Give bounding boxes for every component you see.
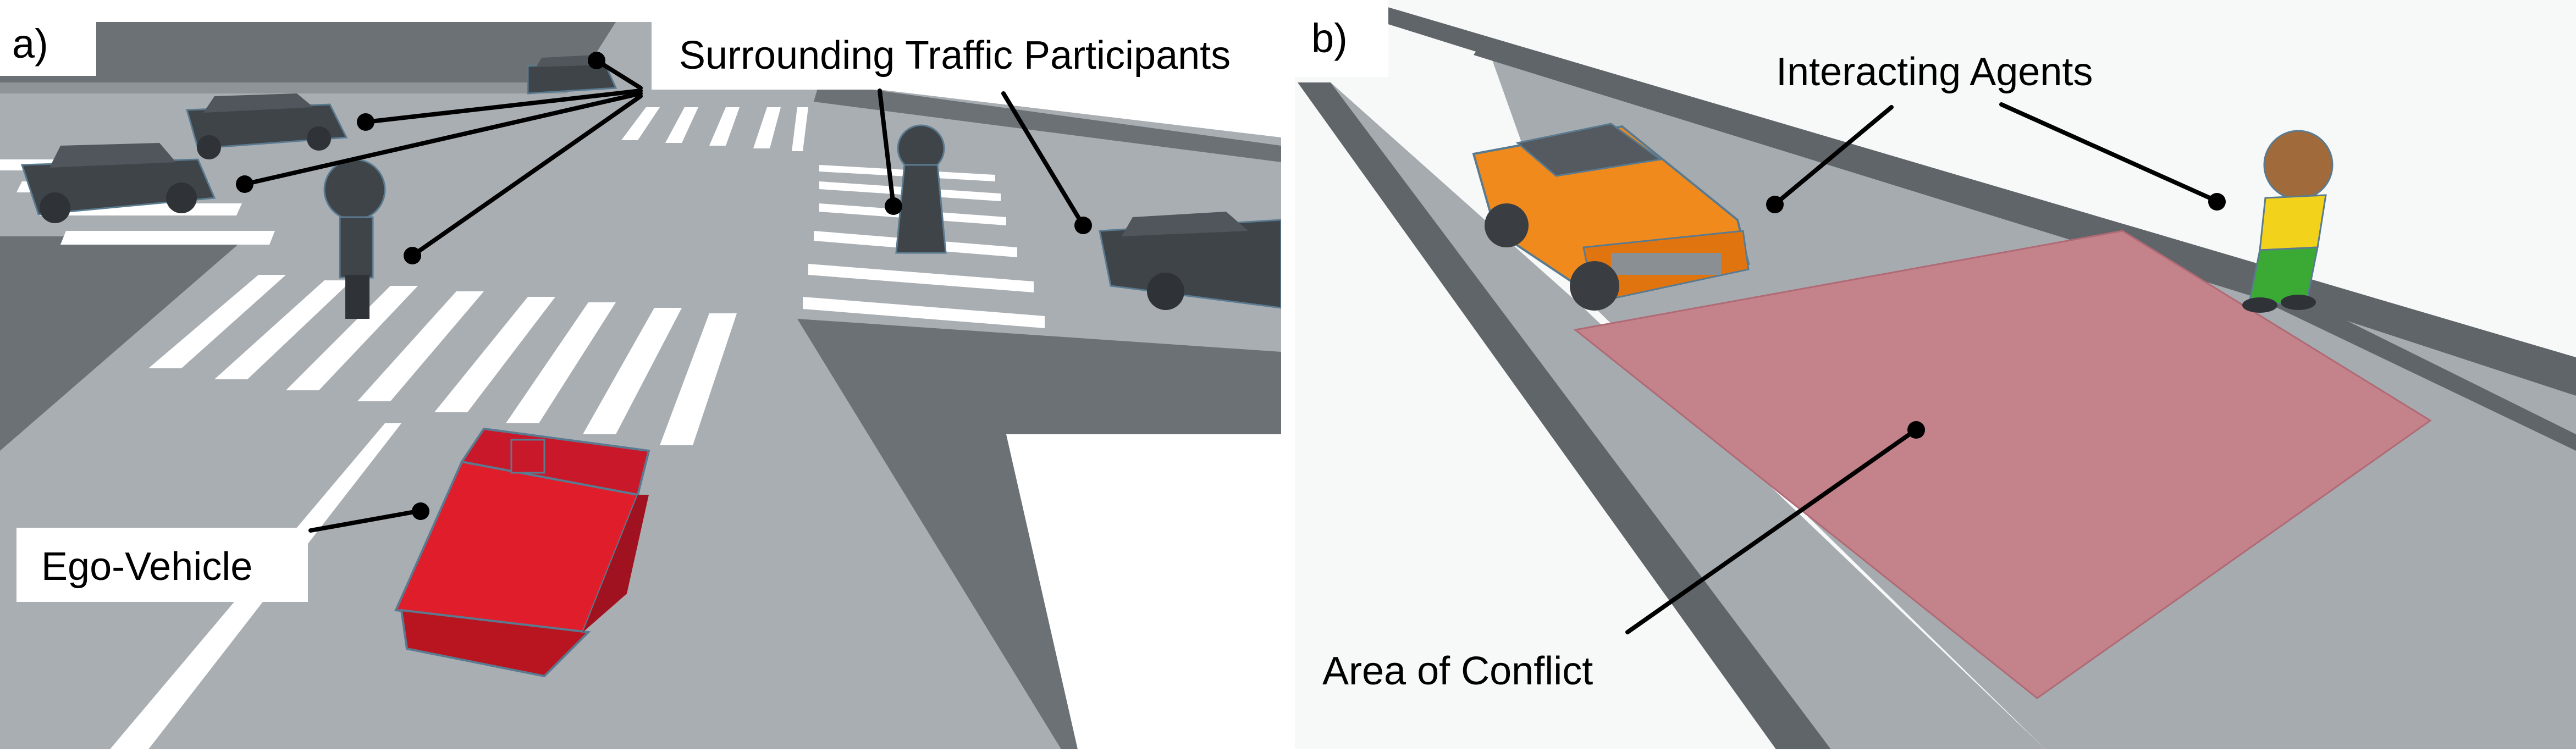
interacting-leaders (1766, 102, 2226, 213)
crosswalk-main (148, 275, 737, 445)
background-top (0, 0, 1281, 22)
panel-b: b) Interacting Agents Area of Conflict (1295, 0, 2576, 749)
sidewalk-left (0, 236, 247, 451)
orange-car (1472, 123, 1750, 311)
grass-bottom-right (1006, 434, 1281, 749)
conflict-leader (1625, 421, 1925, 634)
panel-b-label-box (1295, 0, 1388, 77)
surrounding-label: Surrounding Traffic Participants (679, 34, 1231, 78)
conflict-area (1573, 230, 2432, 699)
ego-leader (308, 502, 429, 533)
vehicle-top-left (186, 93, 348, 159)
ego-vehicle (394, 427, 650, 678)
panel-a-label-box (0, 15, 96, 76)
surrounding-label-box (652, 21, 1276, 90)
vehicle-left (20, 143, 216, 223)
pedestrian-b (2242, 130, 2334, 313)
surrounding-leaders (236, 52, 1092, 264)
curb-right (1474, 38, 2576, 451)
panel-a-label: a) (12, 21, 48, 67)
panel-a: a) Surrounding Traffic Participants Ego-… (0, 0, 1281, 749)
pedestrian-right (895, 124, 947, 254)
crosswalk-top (621, 107, 808, 151)
ego-label: Ego-Vehicle (41, 545, 252, 589)
panel-b-label: b) (1311, 15, 1348, 61)
curb-top-right (814, 82, 1281, 162)
sidewalk-top-left-surface (0, 82, 583, 93)
interacting-label: Interacting Agents (1776, 50, 2093, 94)
ego-label-box (16, 528, 308, 602)
conflict-label: Area of Conflict (1322, 649, 1593, 693)
vehicle-far-top (527, 55, 617, 95)
vehicle-right (1099, 212, 1281, 310)
pedestrian-left (323, 158, 386, 319)
sidewalk-top-left (0, 22, 616, 82)
